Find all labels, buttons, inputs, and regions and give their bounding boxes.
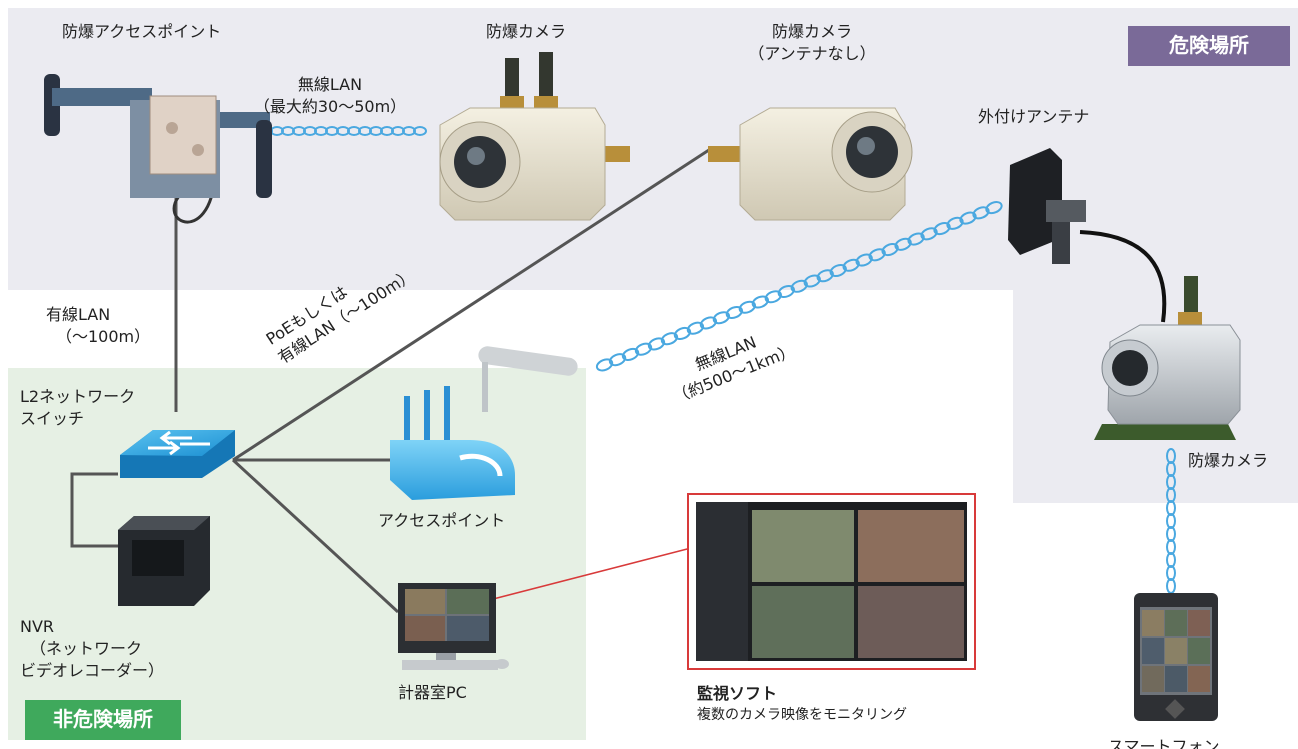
camera-1-image <box>439 52 630 221</box>
nvr-label: NVR （ネットワーク ビデオレコーダー） <box>20 616 164 682</box>
wireless-short-label-line1: 無線LAN <box>297 75 363 94</box>
monitoring-caption: 監視ソフト 複数のカメラ映像をモニタリング <box>697 680 907 724</box>
poe-link-switch-camera <box>232 146 713 462</box>
camera-2-image <box>708 107 913 221</box>
explosion-proof-access-point-image <box>44 74 272 224</box>
non-hazardous-area-zone <box>8 368 586 740</box>
access-point-label: アクセスポイント <box>378 511 506 530</box>
antenna-cable <box>1079 230 1167 323</box>
camera-1-label: 防爆カメラ <box>486 22 567 41</box>
camera-2-label-line1: 防爆カメラ <box>771 22 852 41</box>
monitoring-tile-1 <box>752 510 854 582</box>
wireless-link-ap-camera <box>259 126 427 136</box>
hazardous-area-tag: 危険場所 <box>1128 26 1290 66</box>
external-antenna-image <box>1008 148 1086 264</box>
camera-2-label: 防爆カメラ （アンテナなし） <box>722 21 902 65</box>
monitoring-tile-2 <box>858 510 964 582</box>
wireless-short-label: 無線LAN （最大約30〜50m） <box>230 74 430 118</box>
l2-switch-label-line1: L2ネットワーク <box>20 387 136 406</box>
l2-switch-label-line2: スイッチ <box>20 409 85 428</box>
nvr-image <box>118 516 210 606</box>
access-point-image <box>390 346 578 500</box>
l2-switch-label: L2ネットワーク スイッチ <box>20 386 135 430</box>
hazardous-area-zone <box>8 8 1298 290</box>
monitoring-software-subtitle: 複数のカメラ映像をモニタリング <box>697 707 907 723</box>
wired-link-switch-pc <box>231 458 400 614</box>
nvr-label-line2: （ネットワーク <box>30 639 143 658</box>
wired-lan-label-line2: （〜100m） <box>56 327 151 346</box>
camera-2-label-line2: （アンテナなし） <box>748 44 876 63</box>
wireless-link-camera-smartphone <box>1166 448 1176 594</box>
nvr-label-line3: ビデオレコーダー） <box>20 661 165 680</box>
wireless-link-antenna-access-point <box>595 201 1003 372</box>
monitoring-callout-line <box>465 547 692 607</box>
monitoring-tile-3 <box>752 586 854 658</box>
camera-3-label: 防爆カメラ <box>1188 451 1269 470</box>
smartphone-image <box>1134 593 1218 721</box>
explosion-proof-ap-label: 防爆アクセスポイント <box>62 22 222 41</box>
l2-switch-image <box>120 430 235 478</box>
non-hazardous-area-tag: 非危険場所 <box>25 700 181 740</box>
control-room-pc-label: 計器室PC <box>398 683 467 702</box>
wireless-short-label-line2: （最大約30〜50m） <box>253 97 407 116</box>
control-room-pc-image <box>398 583 509 670</box>
monitoring-sidebar <box>696 502 748 661</box>
camera-3-image <box>1094 276 1241 440</box>
external-antenna-label: 外付けアンテナ <box>978 107 1090 126</box>
wireless-links <box>259 126 1176 594</box>
nvr-label-line1: NVR <box>20 617 55 636</box>
smartphone-label: スマートフォン <box>1108 737 1220 749</box>
wired-lan-label: 有線LAN （〜100m） <box>46 304 150 348</box>
monitoring-tile-4 <box>858 586 964 658</box>
monitoring-software-screen <box>696 502 967 661</box>
wired-lan-label-line1: 有線LAN <box>46 305 111 324</box>
wired-link-switch-nvr <box>70 472 118 548</box>
monitoring-software-screenshot <box>687 493 976 670</box>
wired-links <box>70 146 713 614</box>
monitoring-software-title: 監視ソフト <box>697 684 778 703</box>
